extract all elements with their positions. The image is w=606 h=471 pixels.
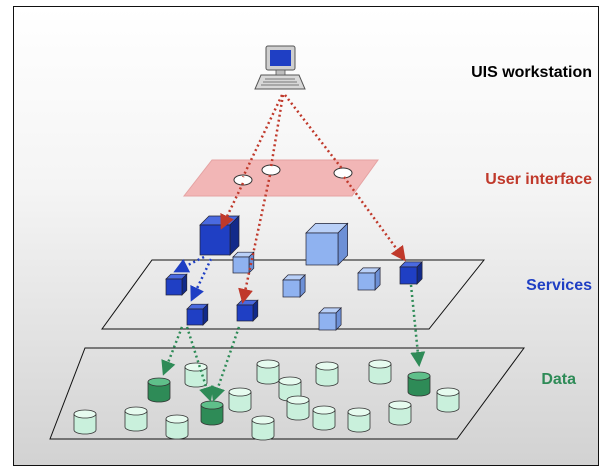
database-cylinder — [347, 407, 371, 433]
service-cube — [282, 274, 306, 298]
blue-arrow — [190, 258, 213, 302]
red-arrows — [220, 94, 406, 304]
service-cube — [318, 307, 342, 331]
database-cylinder — [228, 387, 252, 413]
workstation-label: UIS workstation — [471, 64, 592, 81]
database-cylinder — [388, 400, 412, 426]
service-cube — [357, 267, 381, 291]
red-arrow — [284, 94, 344, 171]
ui-connector-point — [333, 167, 353, 179]
database-cylinder — [368, 359, 392, 385]
database-cylinder — [165, 414, 189, 440]
database-cylinder — [184, 362, 208, 388]
service-cube-active — [186, 303, 209, 326]
database-cylinder — [315, 361, 339, 387]
user-interface-plane — [182, 159, 379, 197]
red-arrow — [269, 94, 285, 168]
service-cube — [232, 251, 255, 274]
service-cube — [305, 222, 349, 266]
database-cylinder — [124, 406, 148, 432]
green-arrows — [161, 284, 426, 402]
architecture-diagram — [49, 45, 525, 441]
service-cube-active — [399, 261, 423, 285]
ui-connector-point — [261, 164, 281, 176]
service-cube-active — [236, 299, 259, 322]
database-cylinder-active — [407, 371, 431, 397]
red-arrow — [241, 94, 284, 178]
green-arrow — [409, 284, 426, 367]
diagram-frame: UIS workstation User interface Services … — [13, 6, 599, 466]
computer-icon — [254, 45, 306, 90]
red-arrow — [342, 176, 406, 262]
database-cylinder — [251, 415, 275, 441]
service-cube-active — [165, 273, 188, 296]
database-cylinder — [256, 359, 280, 385]
red-arrow — [238, 174, 272, 304]
database-cylinder-active — [147, 377, 171, 403]
database-cylinder — [312, 405, 336, 431]
database-cylinder-active — [200, 400, 224, 426]
blue-arrow — [173, 255, 205, 273]
services-label: Services — [526, 277, 592, 294]
data-stores — [73, 359, 460, 441]
database-cylinder — [436, 387, 460, 413]
red-arrow — [220, 182, 245, 230]
green-arrow — [161, 326, 184, 376]
database-cylinder — [73, 409, 97, 435]
data-layer-plane — [49, 347, 525, 440]
blue-arrows — [173, 255, 213, 302]
database-cylinder — [286, 395, 310, 421]
data-label: Data — [541, 371, 576, 388]
services-layer-plane — [101, 259, 486, 330]
service-cube-active — [199, 215, 240, 256]
user-interface-label: User interface — [485, 171, 592, 188]
